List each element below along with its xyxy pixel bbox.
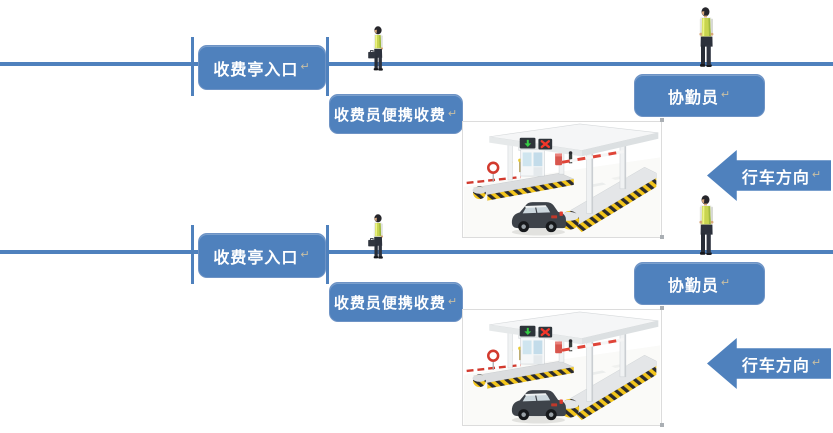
selection-handle-dot: [660, 306, 664, 310]
collector-label: 收费员便携收费: [333, 294, 446, 312]
entrance-label: 收费亭入口: [213, 61, 299, 79]
toll-collector-figure[interactable]: [365, 26, 390, 71]
vested-worker-icon: [692, 7, 720, 70]
direction-label: 行车方向: [741, 169, 810, 187]
worker-with-briefcase-icon: [365, 26, 390, 71]
entrance-bracket-right: [326, 225, 329, 284]
lane-row-2: 收费亭入口↵ 收费员便携收费↵ 协勤员↵ 行车方向↵: [0, 188, 833, 433]
selection-handle-dot: [660, 118, 664, 122]
assistant-label: 协勤员: [667, 277, 719, 295]
entrance-label-box[interactable]: 收费亭入口↵: [198, 233, 326, 278]
vested-worker-icon: [692, 195, 720, 258]
toll-plaza-illustration: [463, 310, 661, 425]
road-line: [0, 250, 833, 254]
selection-handle-dot: [660, 235, 664, 239]
return-mark-icon: ↵: [300, 249, 311, 261]
collector-label-box[interactable]: 收费员便携收费↵: [329, 282, 463, 322]
return-mark-icon: ↵: [447, 107, 459, 120]
return-mark-icon: ↵: [720, 89, 732, 101]
entrance-bracket-left: [191, 225, 194, 284]
assistant-worker-figure[interactable]: [692, 7, 720, 70]
direction-arrow[interactable]: 行车方向↵: [707, 338, 831, 389]
entrance-label: 收费亭入口: [213, 249, 299, 267]
toll-collector-figure[interactable]: [365, 214, 390, 259]
direction-label: 行车方向: [741, 357, 810, 375]
assistant-label-box[interactable]: 协勤员↵: [634, 74, 765, 117]
selection-handle-dot: [660, 423, 664, 427]
collector-label: 收费员便携收费: [333, 106, 446, 124]
lane-row-1: 收费亭入口↵ 收费员便携收费↵ 协勤员↵ 行车方向↵: [0, 0, 833, 239]
return-mark-icon: ↵: [811, 357, 823, 369]
entrance-label-box[interactable]: 收费亭入口↵: [198, 45, 326, 90]
worker-with-briefcase-icon: [365, 214, 390, 259]
return-mark-icon: ↵: [447, 295, 459, 308]
return-mark-icon: ↵: [720, 277, 732, 289]
toll-plaza-image[interactable]: [462, 121, 662, 238]
return-mark-icon: ↵: [300, 61, 311, 73]
return-mark-icon: ↵: [811, 169, 823, 181]
toll-plaza-image[interactable]: [462, 309, 662, 426]
assistant-worker-figure[interactable]: [692, 195, 720, 258]
entrance-bracket-right: [326, 37, 329, 96]
entrance-bracket-left: [191, 37, 194, 96]
road-line: [0, 62, 833, 66]
assistant-label: 协勤员: [667, 89, 719, 107]
assistant-label-box[interactable]: 协勤员↵: [634, 262, 765, 305]
collector-label-box[interactable]: 收费员便携收费↵: [329, 94, 463, 134]
